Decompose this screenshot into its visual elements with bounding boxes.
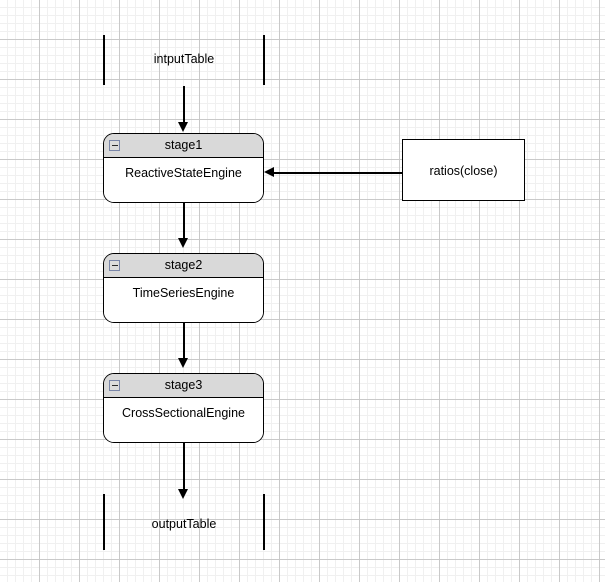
input-terminal-label: intputTable <box>153 52 215 66</box>
output-terminal-bar-right <box>263 494 265 550</box>
connector-input-to-stage1 <box>183 86 185 123</box>
connector-stage3-to-output <box>183 443 185 490</box>
connector-stage2-to-stage3 <box>183 323 185 359</box>
arrowhead-ratios-to-stage1 <box>264 167 274 177</box>
input-terminal-bar-right <box>263 35 265 85</box>
collapse-minus-icon[interactable] <box>109 260 120 271</box>
connector-ratios-to-stage1 <box>274 172 403 174</box>
arrowhead-stage3-to-output <box>178 489 188 499</box>
stage-node-stage1[interactable]: stage1 ReactiveStateEngine <box>103 133 264 203</box>
arrowhead-stage2-to-stage3 <box>178 358 188 368</box>
collapse-minus-icon[interactable] <box>109 140 120 151</box>
collapse-minus-icon[interactable] <box>109 380 120 391</box>
stage3-header-label: stage3 <box>164 378 203 392</box>
stage2-header-label: stage2 <box>164 258 203 272</box>
output-terminal-bar-left <box>103 494 105 550</box>
output-terminal-label: outputTable <box>151 517 217 531</box>
stage1-header: stage1 <box>104 134 263 158</box>
stage3-body-label: CrossSectionalEngine <box>104 398 263 442</box>
stage3-header: stage3 <box>104 374 263 398</box>
stage2-body-label: TimeSeriesEngine <box>104 278 263 322</box>
arrowhead-input-to-stage1 <box>178 122 188 132</box>
stage2-header: stage2 <box>104 254 263 278</box>
stage1-header-label: stage1 <box>164 138 203 152</box>
input-terminal-bar-left <box>103 35 105 85</box>
arrowhead-stage1-to-stage2 <box>178 238 188 248</box>
side-node-ratios[interactable]: ratios(close) <box>402 139 525 201</box>
connector-stage1-to-stage2 <box>183 203 185 239</box>
stage-node-stage3[interactable]: stage3 CrossSectionalEngine <box>103 373 264 443</box>
stage1-body-label: ReactiveStateEngine <box>104 158 263 202</box>
side-node-label: ratios(close) <box>429 164 498 178</box>
stage-node-stage2[interactable]: stage2 TimeSeriesEngine <box>103 253 264 323</box>
